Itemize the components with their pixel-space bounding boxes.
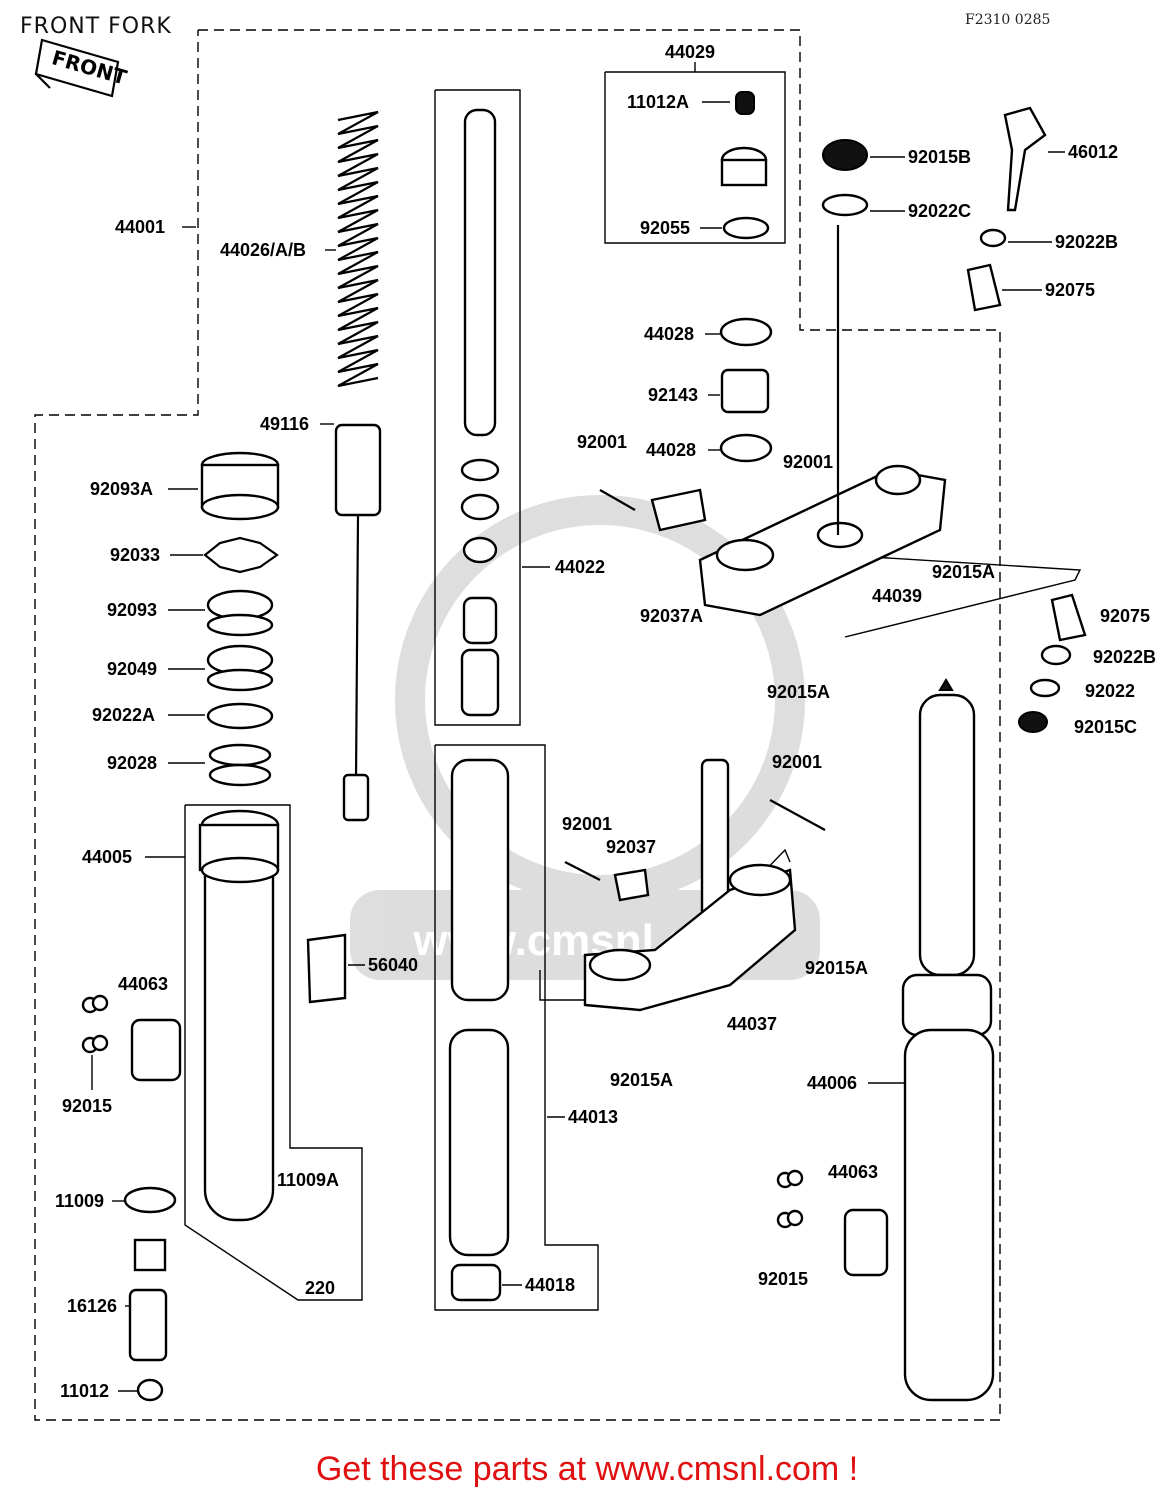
label-92015-left: 92015 <box>62 1096 112 1116</box>
seal-stack-left <box>200 451 280 787</box>
label-92015A-a: 92015A <box>767 682 830 702</box>
label-92093: 92093 <box>107 600 157 620</box>
label-46012: 46012 <box>1068 142 1118 162</box>
fork-spring <box>337 110 379 388</box>
front-direction-arrow: FRONT <box>34 38 130 98</box>
label-11009A: 11009A <box>277 1170 339 1190</box>
label-92028: 92028 <box>107 753 157 773</box>
spacers <box>719 317 773 463</box>
label-11012: 11012 <box>60 1381 109 1401</box>
steering-stem <box>564 758 826 1012</box>
label-92033: 92033 <box>110 545 160 565</box>
label-44037: 44037 <box>727 1014 777 1034</box>
inner-tube <box>460 108 500 717</box>
label-11012A: 11012A <box>627 92 689 112</box>
label-92037: 92037 <box>606 837 656 857</box>
label-92075-b: 92075 <box>1100 606 1150 626</box>
label-92015A-d: 92015A <box>610 1070 673 1090</box>
label-92022A: 92022A <box>92 705 155 725</box>
label-92037A: 92037A <box>640 606 703 626</box>
label-44013: 44013 <box>568 1107 618 1127</box>
label-16126: 16126 <box>67 1296 117 1316</box>
label-92022: 92022 <box>1085 681 1135 701</box>
label-92001-c: 92001 <box>772 752 822 772</box>
label-44005: 44005 <box>82 847 132 867</box>
label-92015-right: 92015 <box>758 1269 808 1289</box>
label-92075-a: 92075 <box>1045 280 1095 300</box>
fork-sleeve <box>306 933 347 1004</box>
label-44028-top: 44028 <box>644 324 694 344</box>
label-92055: 92055 <box>640 218 690 238</box>
outer-tube-left <box>198 809 280 1222</box>
drain-bolt-parts <box>81 994 182 1402</box>
label-92049: 92049 <box>107 659 157 679</box>
label-92022C: 92022C <box>908 201 971 221</box>
fork-cap <box>720 91 770 240</box>
label-92015A-b: 92015A <box>932 562 995 582</box>
label-44001: 44001 <box>115 217 165 237</box>
label-92015C: 92015C <box>1074 717 1137 737</box>
label-44022: 44022 <box>555 557 605 577</box>
upper-triple-clamp <box>599 464 947 617</box>
part-labels: 44001 44026/A/B 49116 92093A 92033 92093… <box>55 42 1156 1401</box>
label-92015B: 92015B <box>908 147 971 167</box>
damper-rod <box>334 423 382 822</box>
label-220: 220 <box>305 1278 335 1298</box>
label-44039: 44039 <box>872 586 922 606</box>
label-92093A: 92093A <box>90 479 153 499</box>
label-92001-d: 92001 <box>562 814 612 834</box>
label-44006: 44006 <box>807 1073 857 1093</box>
label-92022B-a: 92022B <box>1055 232 1118 252</box>
label-44063-left: 44063 <box>118 974 168 994</box>
outer-tube-right <box>776 678 995 1402</box>
label-44018: 44018 <box>525 1275 575 1295</box>
label-92022B-b: 92022B <box>1093 647 1156 667</box>
front-label: FRONT <box>49 45 129 89</box>
label-44028-bottom: 44028 <box>646 440 696 460</box>
label-44026: 44026/A/B <box>220 240 306 260</box>
diagram-code: F2310 0285 <box>965 12 1051 28</box>
label-92001-a: 92001 <box>577 432 627 452</box>
label-44029: 44029 <box>665 42 715 62</box>
right-hardware <box>821 106 1087 733</box>
label-92001-b: 92001 <box>783 452 833 472</box>
promo-link[interactable]: Get these parts at www.cmsnl.com ! <box>315 1450 859 1488</box>
label-92015A-c: 92015A <box>805 958 868 978</box>
diagram-title: FRONT FORK <box>20 14 172 39</box>
label-56040: 56040 <box>368 955 418 975</box>
slider-tube <box>448 758 510 1302</box>
label-49116: 49116 <box>260 414 309 434</box>
label-11009: 11009 <box>55 1191 104 1211</box>
label-44063-right: 44063 <box>828 1162 878 1182</box>
label-92143: 92143 <box>648 385 698 405</box>
